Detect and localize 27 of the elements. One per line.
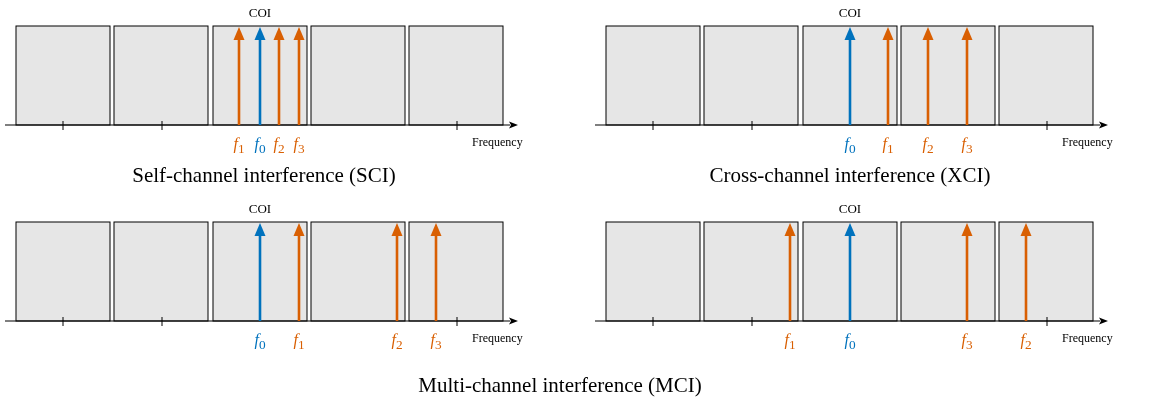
channel-of-interest-label: COI: [248, 5, 272, 19]
carrier-frequency-label: f$_{1}$: [293, 332, 305, 352]
carrier-frequency-label: f$_{0}$: [254, 136, 266, 156]
carrier-frequency-label: f$_{0}$: [844, 332, 856, 352]
carrier-frequency-label: f$_{3}$: [961, 332, 973, 352]
carrier-frequency-label: f$_{2}$: [391, 332, 403, 352]
carrier-frequency-label: f$_{1}$: [784, 332, 796, 352]
axis-label: Frequency: [1062, 332, 1113, 344]
carrier-frequency-label: f$_{3}$: [961, 136, 973, 156]
carrier-frequency-label: f$_{2}$: [1020, 332, 1032, 352]
axis-label: Frequency: [472, 332, 523, 344]
carrier-frequency-label: f$_{2}$: [922, 136, 934, 156]
carrier-frequency-label: f$_{1}$: [233, 136, 245, 156]
carrier-frequency-label: f$_{3}$: [430, 332, 442, 352]
channel-of-interest-label: COI: [248, 201, 272, 215]
panel-caption: Cross-channel interference (XCI): [709, 164, 991, 186]
channel-of-interest-label: COI: [838, 201, 862, 215]
axis-label: Frequency: [1062, 136, 1113, 148]
figure-caption: Multi-channel interference (MCI): [418, 374, 702, 396]
carrier-frequency-label: f$_{0}$: [254, 332, 266, 352]
carrier-frequency-label: f$_{3}$: [293, 136, 305, 156]
axis-label: Frequency: [472, 136, 523, 148]
carrier-frequency-label: f$_{0}$: [844, 136, 856, 156]
carrier-frequency-label: f$_{1}$: [882, 136, 894, 156]
carrier-frequency-label: f$_{2}$: [273, 136, 285, 156]
panel-caption: Self-channel interference (SCI): [132, 164, 396, 186]
channel-of-interest-label: COI: [838, 5, 862, 19]
